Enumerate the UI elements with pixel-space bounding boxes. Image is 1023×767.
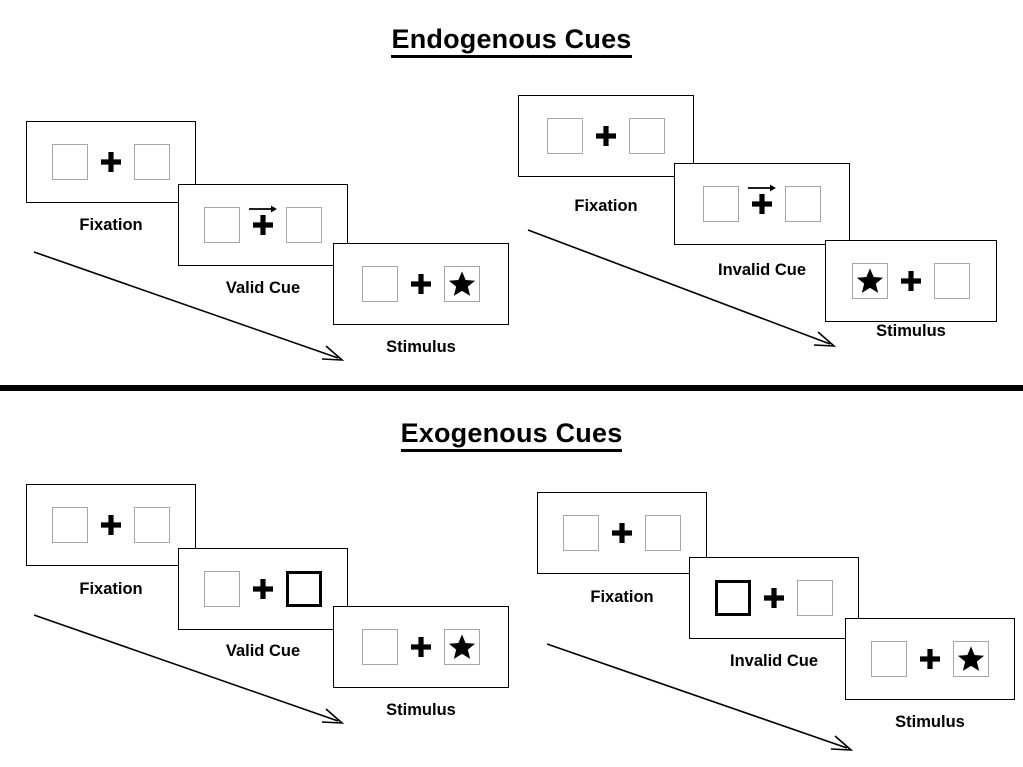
frame-content <box>362 627 480 667</box>
label-endo-invalid-fixation: Fixation <box>574 197 638 215</box>
left-placeholder-box <box>852 263 888 299</box>
right-placeholder-box <box>934 263 970 299</box>
label-endo-valid-stimulus: Stimulus <box>386 338 456 356</box>
left-cue-box-flash <box>715 580 751 616</box>
frame-endo-invalid-stimulus <box>825 240 997 322</box>
fixation-area <box>240 569 286 609</box>
right-placeholder-box <box>953 641 989 677</box>
frame-content <box>362 264 480 304</box>
left-placeholder-box <box>204 571 240 607</box>
plus-icon <box>101 515 121 535</box>
section-title-endogenous: Endogenous Cues <box>0 24 1023 58</box>
frame-exo-invalid-fixation <box>537 492 707 574</box>
left-placeholder-box <box>52 507 88 543</box>
frame-content <box>547 116 665 156</box>
arrow-right-icon <box>249 205 277 213</box>
plus-icon <box>253 579 273 599</box>
right-placeholder-box <box>444 629 480 665</box>
label-endo-invalid-stimulus: Stimulus <box>876 322 946 340</box>
plus-icon <box>596 126 616 146</box>
frame-content <box>204 205 322 245</box>
right-placeholder-box <box>785 186 821 222</box>
fixation-area <box>739 184 785 224</box>
star-icon <box>957 646 985 671</box>
fixation-area <box>583 116 629 156</box>
label-endo-valid-fixation: Fixation <box>79 216 143 234</box>
left-placeholder-box <box>362 266 398 302</box>
right-placeholder-box <box>797 580 833 616</box>
right-placeholder-box <box>645 515 681 551</box>
fixation-area <box>751 578 797 618</box>
right-cue-box-flash <box>286 571 322 607</box>
arrow-right-icon <box>748 184 776 192</box>
frame-exo-valid-cue <box>178 548 348 630</box>
frame-exo-valid-fixation <box>26 484 196 566</box>
label-exo-invalid-fixation: Fixation <box>590 588 654 606</box>
fixation-area <box>907 639 953 679</box>
frame-exo-valid-stimulus <box>333 606 509 688</box>
section-divider <box>0 385 1023 391</box>
plus-icon <box>901 271 921 291</box>
plus-icon <box>612 523 632 543</box>
section-title-endogenous-text: Endogenous Cues <box>391 24 632 58</box>
frame-content <box>204 569 322 609</box>
fixation-area <box>240 205 286 245</box>
frame-content <box>52 142 170 182</box>
frame-content <box>852 261 970 301</box>
label-exo-invalid-stimulus: Stimulus <box>895 713 965 731</box>
section-title-exogenous-text: Exogenous Cues <box>400 418 623 452</box>
plus-icon <box>764 588 784 608</box>
plus-icon <box>752 194 772 214</box>
section-title-exogenous: Exogenous Cues <box>0 418 1023 452</box>
left-placeholder-box <box>362 629 398 665</box>
frame-endo-valid-cue <box>178 184 348 266</box>
fixation-area <box>888 261 934 301</box>
left-placeholder-box <box>703 186 739 222</box>
label-exo-valid-fixation: Fixation <box>79 580 143 598</box>
frame-exo-invalid-cue <box>689 557 859 639</box>
right-placeholder-box <box>286 207 322 243</box>
frame-content <box>715 578 833 618</box>
fixation-area <box>398 264 444 304</box>
frame-endo-valid-stimulus <box>333 243 509 325</box>
plus-icon <box>920 649 940 669</box>
frame-content <box>52 505 170 545</box>
star-icon <box>448 634 476 659</box>
frame-content <box>563 513 681 553</box>
label-exo-valid-stimulus: Stimulus <box>386 701 456 719</box>
star-icon <box>856 268 884 293</box>
right-placeholder-box <box>134 144 170 180</box>
fixation-area <box>88 142 134 182</box>
plus-icon <box>411 637 431 657</box>
left-placeholder-box <box>52 144 88 180</box>
star-icon <box>448 271 476 296</box>
fixation-area <box>88 505 134 545</box>
label-endo-invalid-cue: Invalid Cue <box>717 261 807 279</box>
frame-content <box>871 639 989 679</box>
plus-icon <box>101 152 121 172</box>
right-placeholder-box <box>444 266 480 302</box>
right-placeholder-box <box>629 118 665 154</box>
right-placeholder-box <box>134 507 170 543</box>
frame-endo-valid-fixation <box>26 121 196 203</box>
label-exo-invalid-cue: Invalid Cue <box>729 652 819 670</box>
frame-content <box>703 184 821 224</box>
fixation-area <box>599 513 645 553</box>
plus-icon <box>253 215 273 235</box>
left-placeholder-box <box>563 515 599 551</box>
label-endo-valid-cue: Valid Cue <box>225 279 301 297</box>
label-exo-valid-cue: Valid Cue <box>225 642 301 660</box>
frame-exo-invalid-stimulus <box>845 618 1015 700</box>
left-placeholder-box <box>204 207 240 243</box>
plus-icon <box>411 274 431 294</box>
left-placeholder-box <box>547 118 583 154</box>
left-placeholder-box <box>871 641 907 677</box>
fixation-area <box>398 627 444 667</box>
frame-endo-invalid-fixation <box>518 95 694 177</box>
frame-endo-invalid-cue <box>674 163 850 245</box>
